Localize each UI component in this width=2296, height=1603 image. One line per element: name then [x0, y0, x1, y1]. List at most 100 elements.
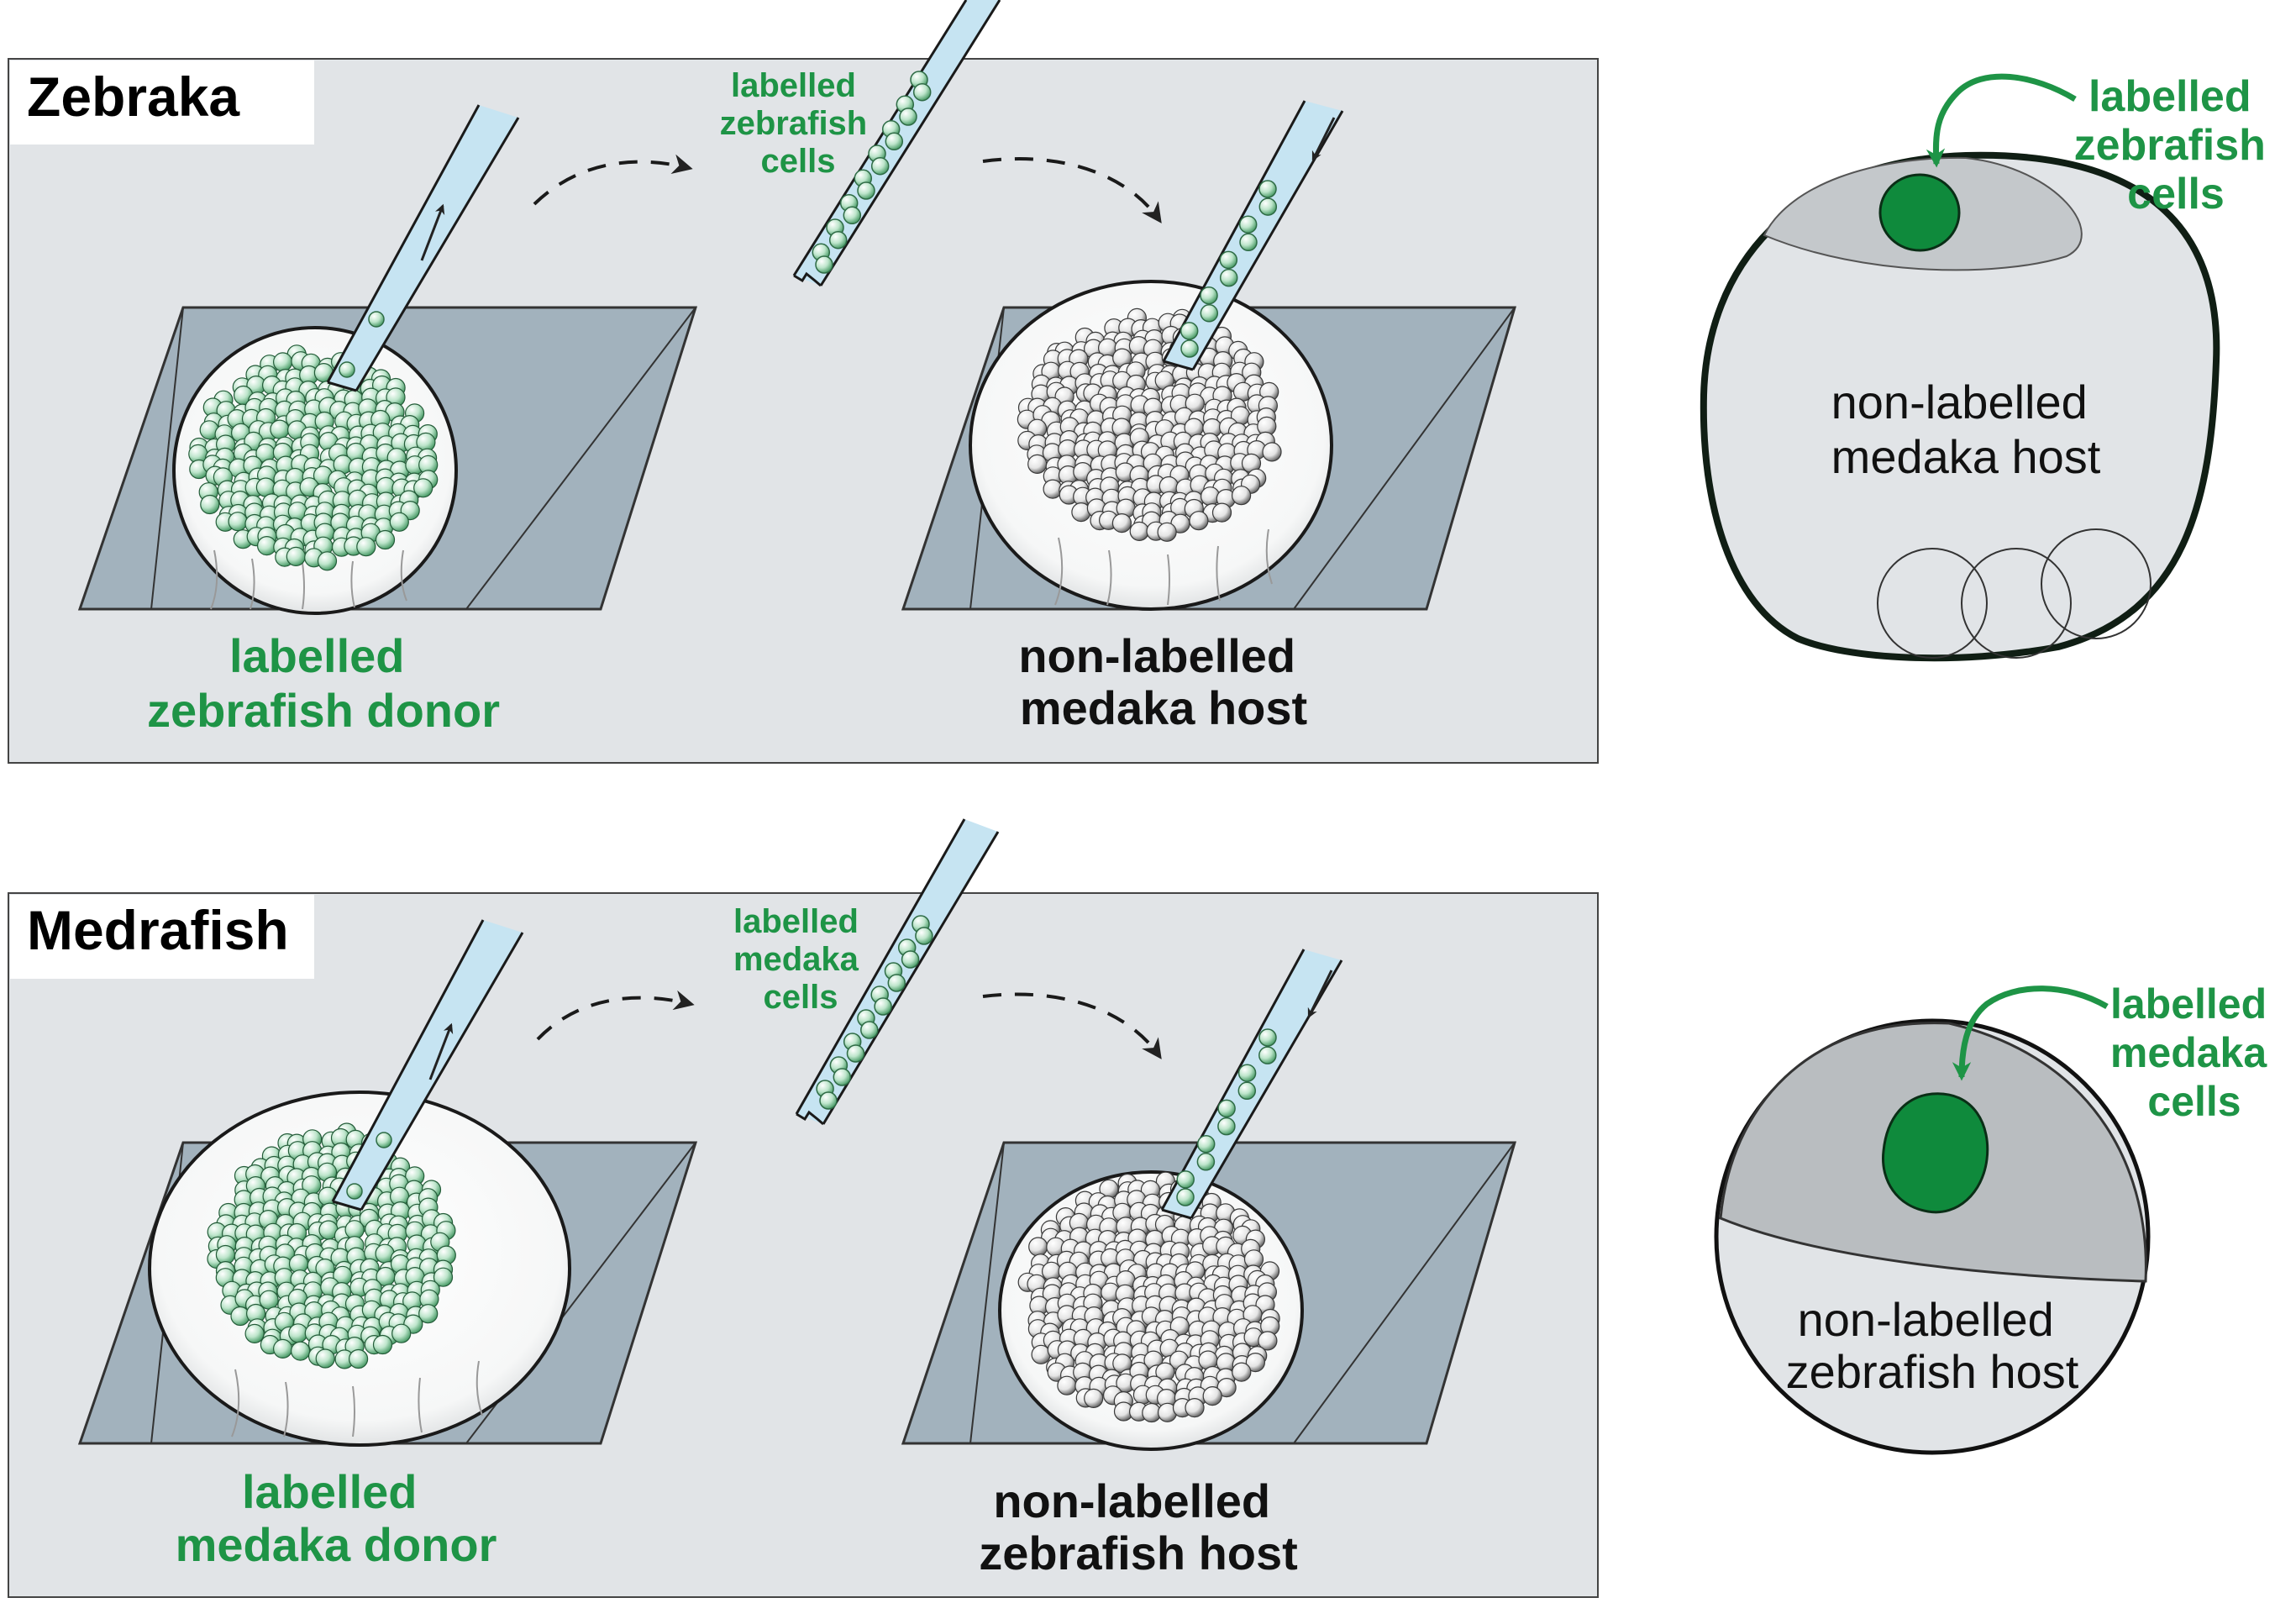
cell — [1216, 1377, 1237, 1398]
cell — [899, 108, 917, 126]
host-cell-mass — [1017, 307, 1282, 542]
donor-label: labelled zebrafish donor — [147, 629, 500, 737]
cell — [1217, 1099, 1236, 1118]
cell — [1231, 486, 1252, 506]
cell — [1239, 233, 1258, 252]
cell — [1200, 304, 1219, 323]
cell — [413, 478, 433, 498]
cell — [259, 1290, 279, 1310]
cell — [1129, 521, 1149, 542]
donor-cell-mass — [188, 344, 439, 571]
cell — [1027, 454, 1048, 475]
cell — [860, 1021, 879, 1039]
transfer-label: labelled medaka cells — [733, 903, 868, 1016]
panel-medrafish: Medrafish labelled medaka — [8, 818, 1599, 1598]
side-embryo-zebrafish-host: non-labelled zebrafish host — [1714, 1018, 2151, 1455]
cell — [915, 927, 933, 945]
cell — [1258, 180, 1277, 198]
cell — [1180, 322, 1199, 340]
cell — [1258, 1331, 1278, 1351]
side-host-label: non-labelled medaka host — [1831, 376, 2101, 483]
cell — [1219, 268, 1238, 287]
cell — [912, 82, 932, 102]
cell — [315, 1348, 335, 1369]
side-embryo-medaka-host: non-labelled medaka host — [1700, 151, 2220, 662]
cell — [1157, 522, 1177, 542]
host-embryo — [969, 280, 1333, 611]
transfer-arrow-1 — [536, 990, 695, 1041]
cell — [833, 1068, 852, 1086]
cell — [1245, 1352, 1266, 1373]
cell — [1189, 511, 1209, 531]
cell — [1200, 286, 1218, 305]
transfer-arrow-2 — [982, 992, 1162, 1059]
cell — [1262, 442, 1282, 462]
cell — [273, 352, 293, 372]
cell — [846, 1044, 865, 1063]
cell — [1258, 1046, 1277, 1064]
cell — [1219, 250, 1238, 270]
donor-embryo — [172, 326, 458, 615]
donor-label: labelled medaka donor — [176, 1465, 497, 1571]
cell — [273, 1338, 293, 1359]
host-pipette — [1162, 100, 1344, 371]
cell — [270, 419, 290, 439]
cell — [815, 255, 833, 274]
donor-embryo — [148, 1091, 571, 1447]
cell — [843, 206, 862, 225]
cell — [317, 551, 338, 571]
host-cell-mass — [1017, 1171, 1280, 1423]
panel-title: Medrafish — [27, 899, 289, 961]
pipette-cells — [1180, 180, 1278, 358]
cell — [1238, 215, 1258, 234]
donor-cell-mass — [207, 1122, 456, 1369]
title-box — [10, 895, 314, 979]
cell — [1202, 1385, 1222, 1406]
transfer-pipette — [795, 818, 1000, 1126]
title-box — [10, 60, 314, 145]
cell — [1180, 339, 1199, 358]
cell — [389, 512, 409, 532]
panel-zebraka: Zebraka labelled — [8, 0, 1599, 764]
cell — [901, 950, 920, 969]
pipette-cells — [816, 915, 933, 1110]
cell — [828, 230, 848, 250]
cell — [1176, 1188, 1195, 1206]
cell — [1237, 1081, 1257, 1101]
cell — [1217, 1117, 1236, 1136]
cell — [1084, 1388, 1104, 1409]
cell — [819, 1091, 838, 1110]
callout-arrow — [1926, 73, 2077, 168]
side-callout-label: labelled medaka cells — [2110, 980, 2278, 1125]
panel-title: Zebraka — [27, 66, 240, 128]
cell — [1111, 512, 1132, 533]
pipette-cells — [1176, 1028, 1277, 1206]
side-host-label: non-labelled zebrafish host — [1786, 1293, 2079, 1398]
cell — [1232, 1362, 1252, 1382]
cell — [1211, 502, 1232, 523]
host-label: non-labelled medaka host — [1018, 629, 1308, 734]
pipette-cells — [812, 71, 932, 274]
cell — [356, 537, 376, 557]
cell — [1258, 197, 1278, 216]
cell — [1196, 1134, 1216, 1154]
transfer-label: labelled zebrafish cells — [720, 67, 877, 180]
yolk-circles — [1877, 528, 2152, 659]
cell — [1185, 1397, 1205, 1418]
cell — [418, 1304, 439, 1324]
cell — [391, 1323, 412, 1343]
cell — [887, 974, 906, 992]
cell — [1258, 1028, 1277, 1047]
cell — [870, 156, 890, 176]
cell — [291, 1341, 311, 1361]
cell — [349, 1348, 369, 1369]
cell — [244, 1323, 265, 1344]
cell — [375, 529, 396, 550]
cell — [1237, 1064, 1257, 1082]
cell — [200, 494, 220, 515]
cell — [857, 181, 875, 200]
cell — [288, 1323, 308, 1343]
host-label: non-labelled zebrafish host — [979, 1474, 1298, 1579]
cell — [1057, 1375, 1077, 1395]
cell — [1028, 1237, 1048, 1257]
